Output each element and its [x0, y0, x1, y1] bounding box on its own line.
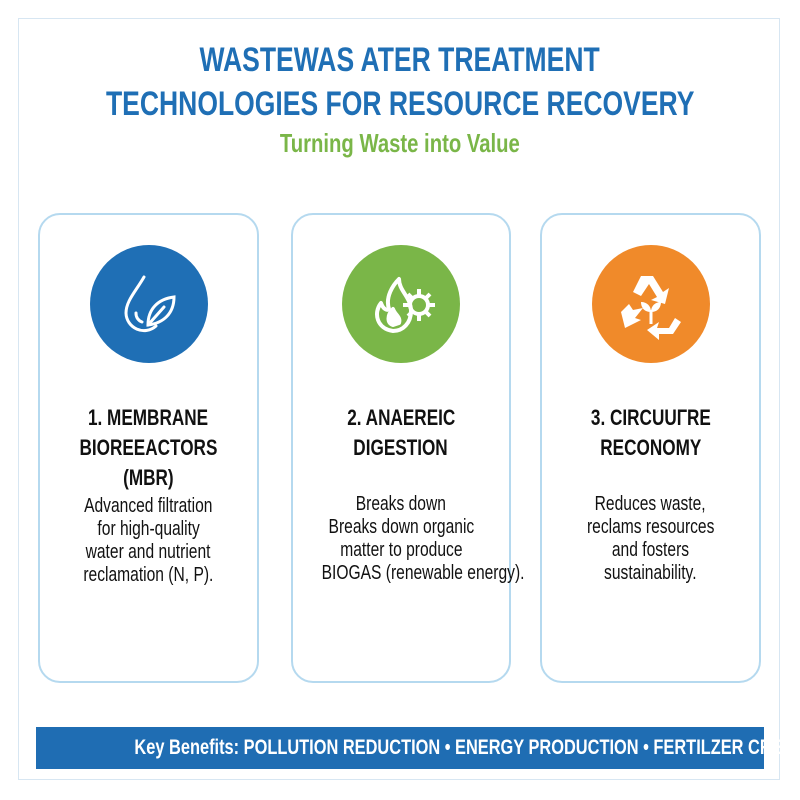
subtitle: Turning Waste into Value	[280, 128, 520, 158]
title-line-2: TECHNOLOGIES FOR RESOURCE RECOVERY	[105, 85, 695, 123]
card-title: 2. ANAEREIC DIGESTION	[346, 405, 456, 460]
card-membrane-bioreactors: 1. MEMBRANE BIOREEACTORS (MBR) Advanced …	[38, 213, 259, 683]
title-line-1: WASTEWAS ATER TREATMENT	[199, 41, 601, 79]
infographic-frame	[18, 18, 780, 780]
card-circular-economy: 3. CIRCUUΓRE RECONOMY Reduces waste, rec…	[540, 213, 761, 683]
card-title: 3. CIRCUUΓRE RECONOMY	[590, 405, 711, 460]
flame-gear-icon	[342, 245, 460, 363]
card-description: Breaks down Breaks down organic matter t…	[321, 493, 525, 584]
card-title: 1. MEMBRANE BIOREEACTORS (MBR)	[79, 405, 218, 490]
water-drop-leaf-icon	[89, 245, 208, 363]
card-anaerobic-digestion: 2. ANAEREIC DIGESTION Breaks down Breaks…	[291, 213, 525, 683]
recycle-sprout-icon	[591, 245, 710, 363]
card-description: Advanced filtration for high-quality wat…	[83, 495, 214, 586]
card-description: Reduces waste, reclams resources and fos…	[586, 493, 715, 584]
key-benefits-banner: Key Benefits: POLLUTION REDUCTION • ENER…	[36, 727, 800, 769]
